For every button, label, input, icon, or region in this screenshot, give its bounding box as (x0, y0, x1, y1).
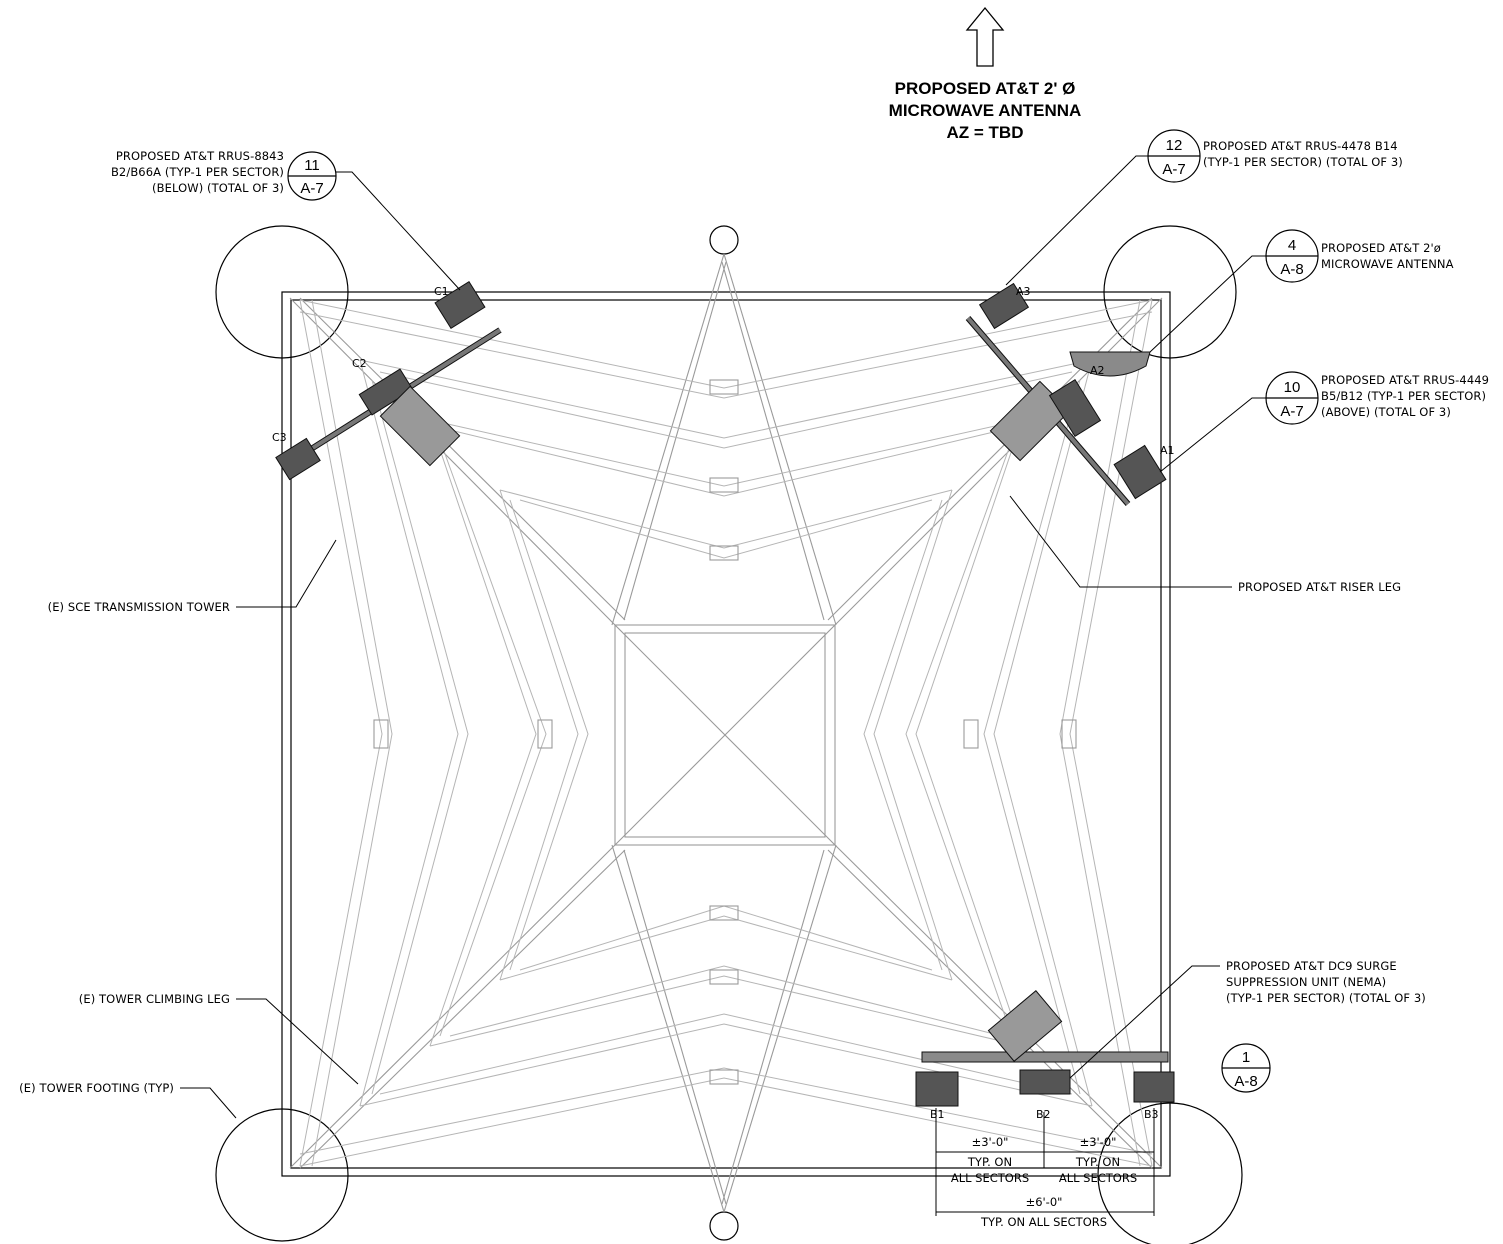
rrus-c3 (275, 437, 321, 481)
svg-text:1: 1 (1242, 1049, 1250, 1066)
dim-left: ±3'-0" (972, 1135, 1009, 1149)
svg-text:PROPOSED AT&T RRUS-4449: PROPOSED AT&T RRUS-4449 (1321, 373, 1489, 387)
callout-1: 1 A-8 (1221, 1043, 1271, 1093)
title-line-3: AZ = TBD (947, 123, 1024, 142)
dc9-note: PROPOSED AT&T DC9 SURGE SUPPRESSION UNIT… (1069, 959, 1426, 1079)
title-line-1: PROPOSED AT&T 2' Ø (895, 79, 1076, 98)
svg-text:11: 11 (304, 157, 320, 174)
svg-text:4: 4 (1288, 237, 1296, 254)
label-b1: B1 (930, 1108, 945, 1121)
footing-nw (215, 225, 349, 359)
svg-text:MICROWAVE ANTENNA: MICROWAVE ANTENNA (1321, 257, 1454, 271)
svg-text:A-8: A-8 (1280, 261, 1303, 278)
svg-text:(E) TOWER CLIMBING LEG: (E) TOWER CLIMBING LEG (79, 992, 230, 1006)
svg-text:(ABOVE) (TOTAL OF 3): (ABOVE) (TOTAL OF 3) (1321, 405, 1451, 419)
svg-text:PROPOSED AT&T RISER LEG: PROPOSED AT&T RISER LEG (1238, 580, 1401, 594)
callout-4: 4 A-8 PROPOSED AT&T 2'ø MICROWAVE ANTENN… (1149, 229, 1454, 353)
rrus-a3 (978, 282, 1030, 330)
callout-12: 12 A-7 PROPOSED AT&T RRUS-4478 B14 (TYP-… (1005, 129, 1403, 286)
footing-se (1097, 1102, 1243, 1244)
footing-sw (215, 1108, 349, 1242)
svg-text:PROPOSED AT&T RRUS-8843: PROPOSED AT&T RRUS-8843 (116, 149, 284, 163)
svg-text:TYP. ON ALL SECTORS: TYP. ON ALL SECTORS (980, 1215, 1107, 1229)
svg-text:(TYP-1 PER SECTOR) (TOTAL OF 3: (TYP-1 PER SECTOR) (TOTAL OF 3) (1203, 155, 1403, 169)
rrus-b1 (915, 1071, 959, 1107)
sector-c-equipment (275, 280, 502, 481)
north-arrow-icon (965, 6, 1005, 67)
svg-text:A-8: A-8 (1234, 1073, 1257, 1090)
label-c1: C1 (434, 285, 449, 298)
svg-text:B2/B66A (TYP-1 PER SECTOR): B2/B66A (TYP-1 PER SECTOR) (111, 165, 284, 179)
label-b2: B2 (1036, 1108, 1051, 1121)
svg-text:PROPOSED AT&T RRUS-4478 B14: PROPOSED AT&T RRUS-4478 B14 (1203, 139, 1398, 153)
svg-text:PROPOSED AT&T DC9 SURGE: PROPOSED AT&T DC9 SURGE (1226, 959, 1397, 973)
climbing-leg-note: (E) TOWER CLIMBING LEG (79, 992, 359, 1085)
svg-text:PROPOSED AT&T 2'ø: PROPOSED AT&T 2'ø (1321, 241, 1441, 255)
dim-right: ±3'-0" (1080, 1135, 1117, 1149)
label-b3: B3 (1144, 1108, 1159, 1121)
title-line-2: MICROWAVE ANTENNA (889, 101, 1082, 120)
svg-text:(E) TOWER FOOTING (TYP): (E) TOWER FOOTING (TYP) (19, 1081, 174, 1095)
tower-frame (215, 225, 1243, 1244)
svg-text:A-7: A-7 (1280, 403, 1303, 420)
dimension-block: ±3'-0" ±3'-0" TYP. ON ALL SECTORS TYP. O… (935, 1108, 1155, 1229)
rrus-c2 (358, 368, 414, 416)
svg-text:TYP. ON: TYP. ON (967, 1155, 1012, 1169)
footing-note: (E) TOWER FOOTING (TYP) (19, 1081, 237, 1119)
riser-leg-note: PROPOSED AT&T RISER LEG (1009, 495, 1401, 594)
svg-text:ALL SECTORS: ALL SECTORS (951, 1171, 1029, 1185)
svg-text:(TYP-1 PER SECTOR) (TOTAL OF 3: (TYP-1 PER SECTOR) (TOTAL OF 3) (1226, 991, 1426, 1005)
peak-top (709, 225, 739, 255)
sector-b-equipment (915, 990, 1175, 1107)
label-a1: A1 (1160, 444, 1175, 457)
footing-ne (1103, 225, 1237, 359)
mount-b (987, 990, 1063, 1062)
sector-a-equipment (965, 282, 1167, 506)
svg-text:ALL SECTORS: ALL SECTORS (1059, 1171, 1137, 1185)
sce-tower-note: (E) SCE TRANSMISSION TOWER (48, 539, 337, 614)
label-c3: C3 (272, 431, 287, 444)
callout-10: 10 A-7 PROPOSED AT&T RRUS-4449 B5/B12 (T… (1159, 371, 1489, 473)
svg-text:A-7: A-7 (300, 180, 323, 197)
svg-text:B5/B12 (TYP-1 PER SECTOR): B5/B12 (TYP-1 PER SECTOR) (1321, 389, 1486, 403)
svg-text:12: 12 (1166, 137, 1183, 154)
dim-total: ±6'-0" (1026, 1195, 1063, 1209)
rrus-c1 (434, 280, 486, 330)
surge-b2 (1019, 1069, 1071, 1095)
rrus-a1 (1113, 444, 1167, 500)
svg-text:SUPPRESSION UNIT (NEMA): SUPPRESSION UNIT (NEMA) (1226, 975, 1386, 989)
peak-bottom (709, 1211, 739, 1241)
label-a3: A3 (1016, 285, 1031, 298)
label-c2: C2 (352, 357, 367, 370)
mount-c (379, 385, 461, 467)
svg-text:(BELOW) (TOTAL OF 3): (BELOW) (TOTAL OF 3) (152, 181, 284, 195)
microwave-dish-icon (1069, 351, 1151, 377)
svg-text:(E) SCE TRANSMISSION TOWER: (E) SCE TRANSMISSION TOWER (48, 600, 230, 614)
svg-text:TYP. ON: TYP. ON (1075, 1155, 1120, 1169)
label-a2: A2 (1090, 364, 1105, 377)
rrus-a2 (1048, 379, 1102, 437)
svg-text:10: 10 (1284, 379, 1301, 396)
rrus-b3 (1133, 1071, 1175, 1103)
callout-11: 11 A-7 PROPOSED AT&T RRUS-8843 B2/B66A (… (111, 149, 461, 291)
svg-text:A-7: A-7 (1162, 161, 1185, 178)
